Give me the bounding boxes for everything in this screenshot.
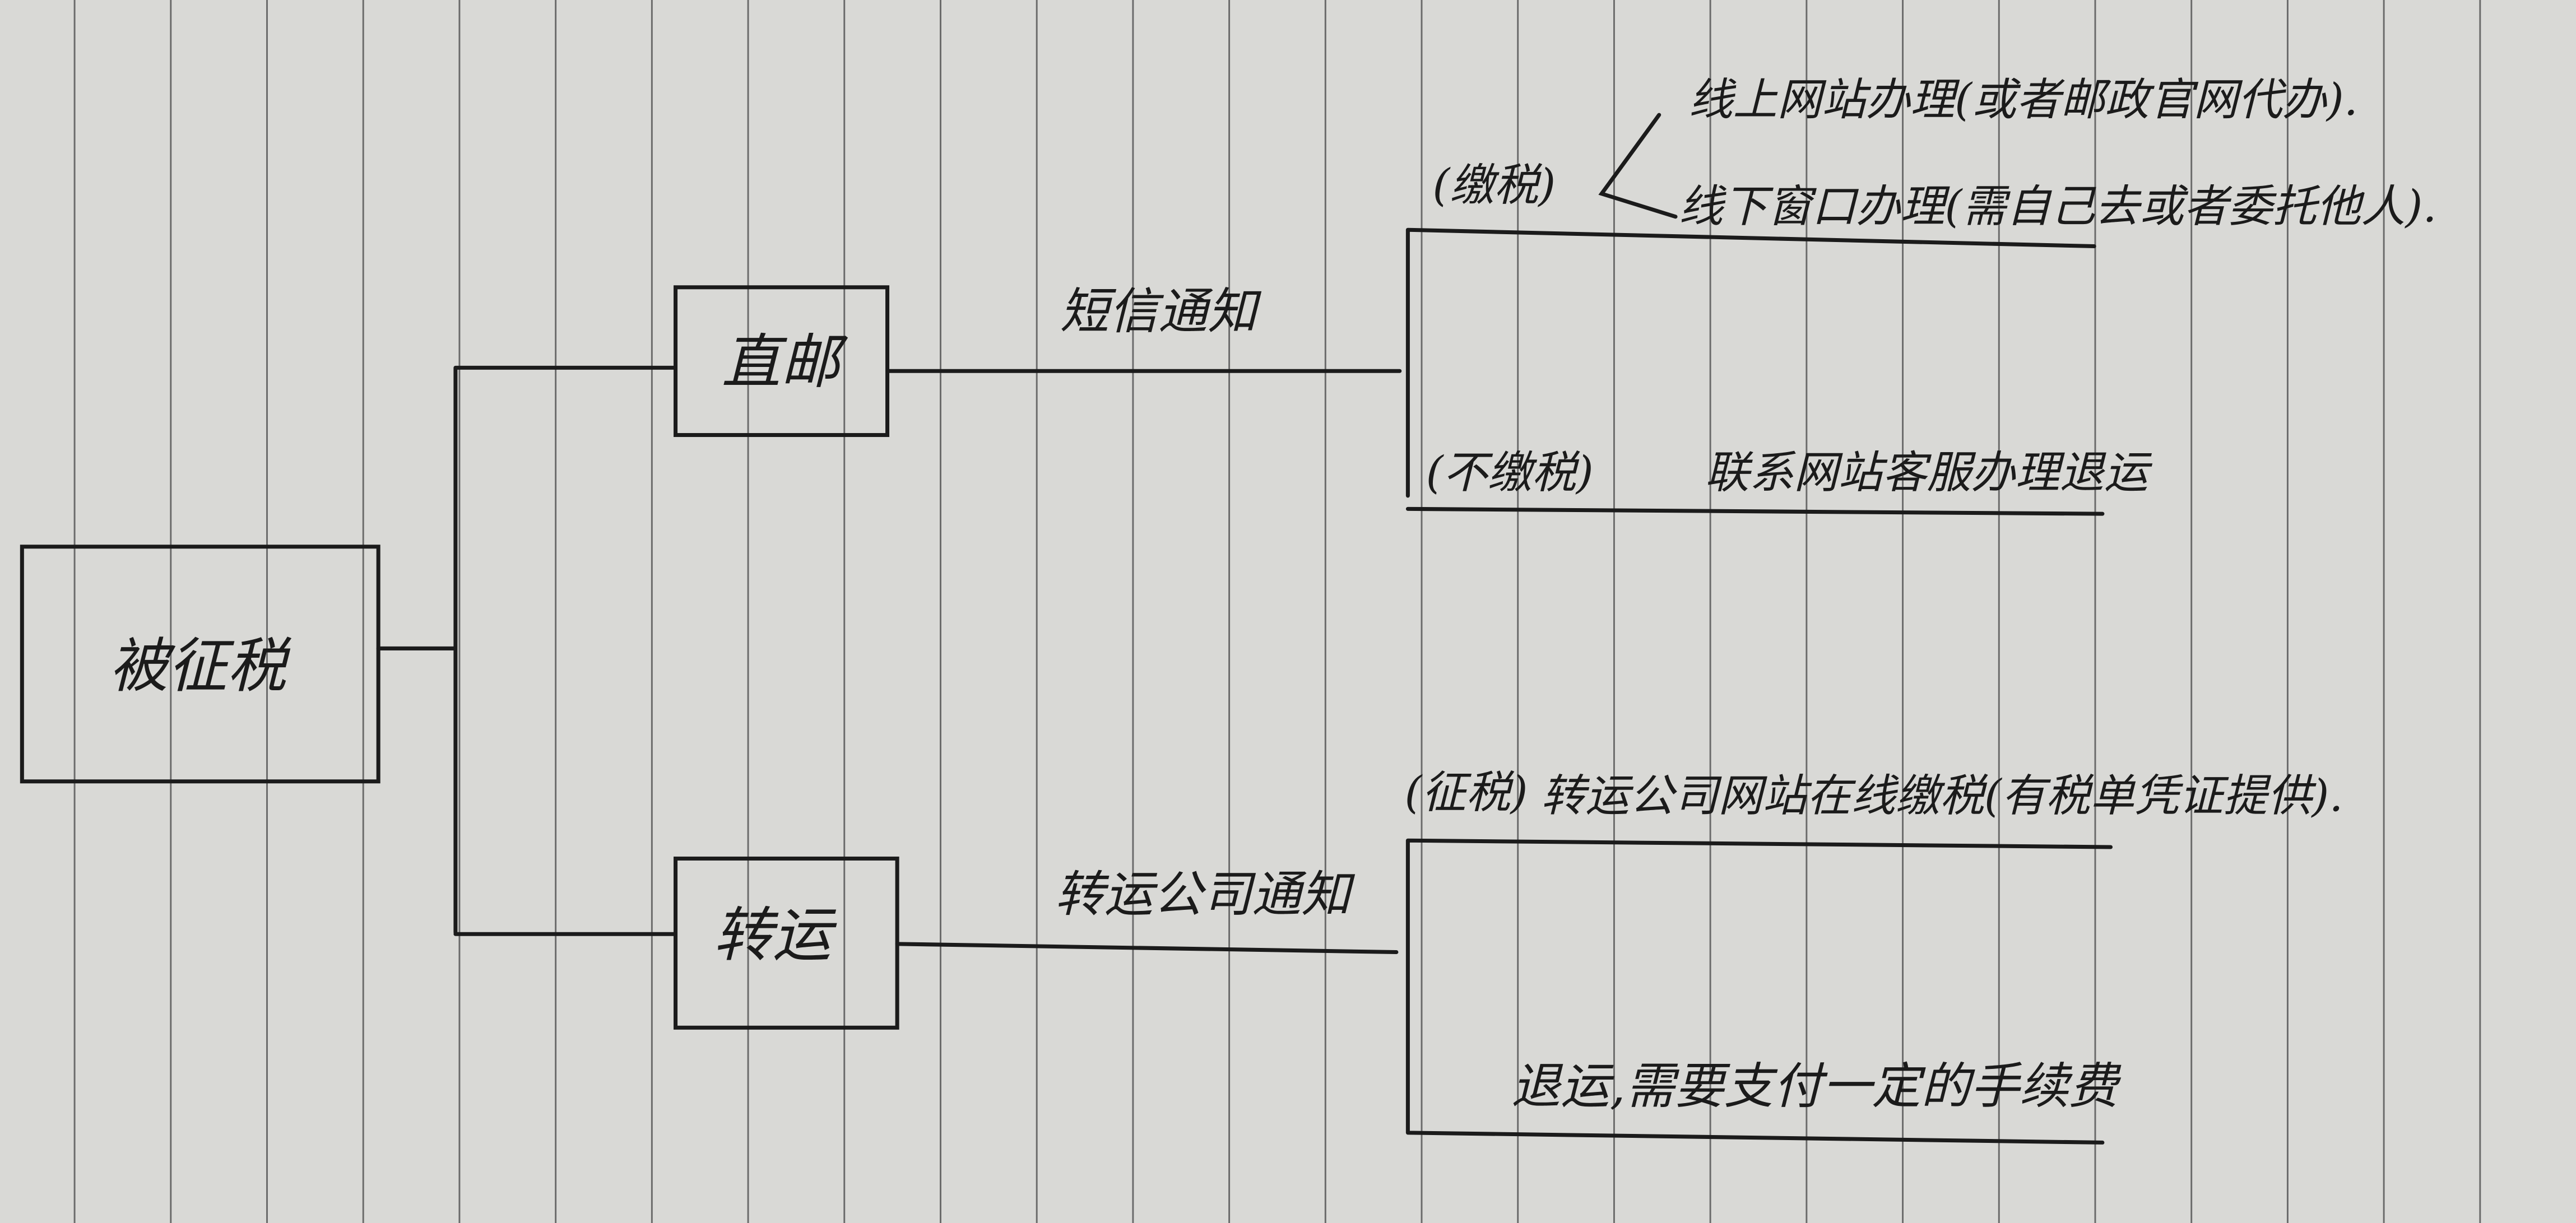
notice-line-forwarding (895, 942, 1399, 955)
branch-label-forwarding: 转运 (713, 900, 837, 969)
root-label: 被征税 (109, 631, 292, 700)
outcome-return-contact: 联系网站客服办理退运 (1705, 447, 2153, 498)
notice-label-forwarding: 转运公司通知 (1055, 865, 1355, 923)
branch-label-direct-mail: 直邮 (722, 328, 848, 397)
bracket-direct-mail (1405, 227, 2105, 516)
paper-ruling-lines (73, 0, 2481, 1223)
outcome-online-pay: 转运公司网站在线缴税(有税单凭证提供). (1541, 770, 2343, 822)
root-box (20, 545, 380, 784)
bracket-forwarding (1405, 838, 2113, 1145)
condition-no-tax: (不缴税) (1426, 447, 1594, 498)
condition-pay-tax: (缴税) (1432, 159, 1556, 211)
notice-label-direct-mail: 短信通知 (1060, 282, 1262, 340)
option-online: 线上网站办理(或者邮政官网代办). (1688, 74, 2357, 125)
root-connector (376, 365, 676, 936)
condition-taxed: (征税) (1405, 767, 1528, 819)
outcome-return-fee: 退运,需要支付一定的手续费 (1511, 1057, 2122, 1115)
split-arrow (1598, 113, 1678, 219)
option-offline: 线下窗口办理(需自己去或者委托他人). (1679, 181, 2437, 232)
branch-box-direct-mail (674, 285, 890, 438)
